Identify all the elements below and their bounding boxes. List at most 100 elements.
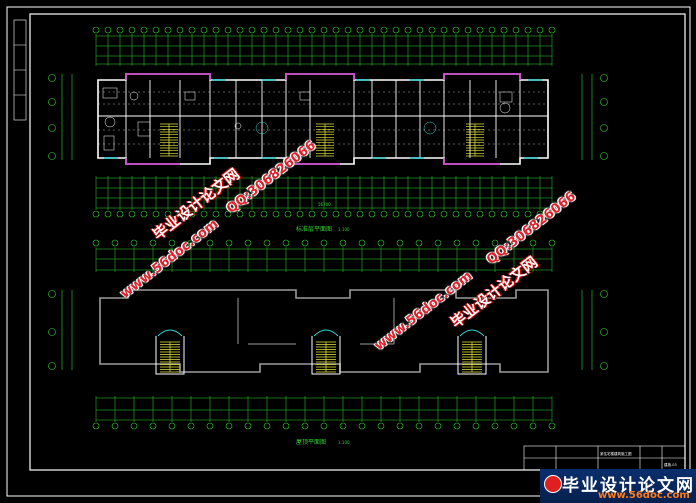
axis-bubble (510, 239, 518, 247)
upper-floor-plan: 标准层平面图 1:100 56700 (48, 26, 608, 233)
upper-balconies (125, 73, 521, 165)
axis-bubble (104, 210, 112, 218)
axis-bubble (149, 422, 157, 430)
axis-bubble (356, 26, 364, 34)
upper-top-ticks (92, 26, 556, 66)
axis-bubble (434, 239, 442, 247)
axis-bubble (488, 26, 496, 34)
axis-bubble (128, 26, 136, 34)
axis-bubble (392, 210, 400, 218)
axis-bubble (320, 239, 328, 247)
axis-bubble (472, 239, 480, 247)
axis-bubble (339, 239, 347, 247)
axis-bubble (188, 26, 196, 34)
axis-bubble (200, 26, 208, 34)
axis-bubble (368, 26, 376, 34)
axis-bubble (500, 26, 508, 34)
axis-bubble (536, 210, 544, 218)
axis-bubble (111, 239, 119, 247)
axis-bubble (356, 210, 364, 218)
axis-bubble (529, 422, 537, 430)
axis-bubble (358, 239, 366, 247)
axis-bubble (128, 210, 136, 218)
axis-bubble (225, 422, 233, 430)
lower-roof-plan: 屋顶平面图 1:100 (48, 239, 608, 446)
axis-bubble (510, 422, 518, 430)
axis-bubble (512, 26, 520, 34)
axis-bubble (416, 26, 424, 34)
axis-bubble (308, 26, 316, 34)
axis-bubble (272, 26, 280, 34)
axis-bubble (164, 26, 172, 34)
lower-top-ticks (92, 239, 556, 272)
axis-bubble (224, 26, 232, 34)
axis-bubble (111, 422, 119, 430)
axis-bubble (152, 26, 160, 34)
axis-bubble (415, 422, 423, 430)
axis-bubble (236, 210, 244, 218)
axis-bubble (92, 210, 100, 218)
lower-bottom-ticks (92, 396, 556, 430)
axis-bubble (206, 422, 214, 430)
upper-side-dimensions (48, 74, 608, 160)
axis-bubble (332, 210, 340, 218)
axis-bubble (524, 26, 532, 34)
axis-bubble (358, 422, 366, 430)
axis-bubble (396, 422, 404, 430)
axis-bubble (200, 210, 208, 218)
axis-bubble (440, 210, 448, 218)
axis-bubble (212, 26, 220, 34)
axis-bubble (116, 26, 124, 34)
axis-bubble (344, 210, 352, 218)
axis-bubble (225, 239, 233, 247)
axis-bubble (453, 422, 461, 430)
lower-side-dimensions (48, 290, 608, 370)
brand-badge-icon (544, 475, 562, 493)
lower-stair-enclosures (155, 336, 487, 375)
axis-bubble (344, 26, 352, 34)
axis-bubble (296, 26, 304, 34)
axis-bubble (176, 210, 184, 218)
axis-bubble (404, 26, 412, 34)
axis-bubble (396, 239, 404, 247)
axis-bubble (377, 422, 385, 430)
axis-bubble (272, 210, 280, 218)
upper-partitions (98, 80, 548, 158)
axis-bubble (452, 210, 460, 218)
axis-bubble (168, 422, 176, 430)
upper-plan-scale: 1:100 (338, 227, 350, 232)
axis-bubble (263, 422, 271, 430)
axis-bubble (416, 210, 424, 218)
axis-bubble (244, 239, 252, 247)
axis-bubble (187, 239, 195, 247)
axis-bubble (296, 210, 304, 218)
axis-bubble (434, 422, 442, 430)
axis-bubble (92, 422, 100, 430)
axis-bubble (453, 239, 461, 247)
axis-bubble (536, 26, 544, 34)
axis-bubble (548, 422, 556, 430)
axis-bubble (206, 239, 214, 247)
axis-bubble (415, 239, 423, 247)
axis-bubble (380, 26, 388, 34)
footer-brand-url: www.56doc.com (598, 490, 690, 501)
axis-bubble (320, 422, 328, 430)
upper-plan-title: 标准层平面图 (296, 225, 332, 233)
axis-bubble (524, 210, 532, 218)
axis-bubble (140, 210, 148, 218)
axis-bubble (301, 239, 309, 247)
axis-bubble (92, 239, 100, 247)
axis-bubble (500, 210, 508, 218)
title-block (523, 445, 686, 471)
axis-bubble (377, 239, 385, 247)
axis-bubble (548, 210, 556, 218)
axis-bubble (260, 26, 268, 34)
footer-brand-logo[interactable]: 毕业设计论文网 www.56doc.com (540, 469, 696, 503)
upper-windows (104, 79, 542, 159)
axis-bubble (529, 239, 537, 247)
footer-brand-name: 毕业设计论文网 (562, 476, 695, 496)
axis-bubble (282, 239, 290, 247)
axis-bubble (320, 210, 328, 218)
upper-bottom-ticks (92, 176, 556, 218)
axis-bubble (440, 26, 448, 34)
